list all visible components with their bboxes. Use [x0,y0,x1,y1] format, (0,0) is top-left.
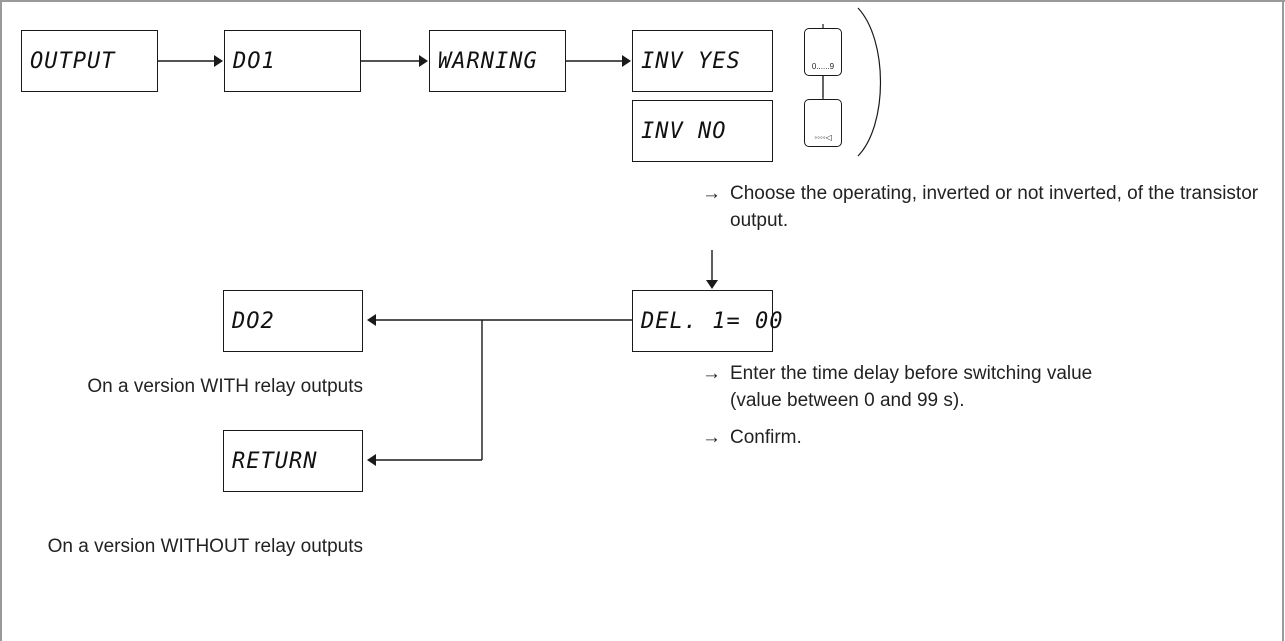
note-arrow-icon: → [702,427,721,448]
display-do1: DO1 [224,30,361,92]
display-output: OUTPUT [21,30,158,92]
note-confirm-text: Confirm. [730,427,802,448]
down-key-dots: ◦◦◦◦ [814,133,826,142]
up-key-label: 0......9 [811,62,835,71]
display-inv-yes: INV YES [632,30,773,92]
note-confirm: → Confirm. [702,424,1002,451]
note-choose-inversion: → Choose the operating, inverted or not … [702,180,1267,234]
note-arrow-icon: → [702,183,721,204]
display-do2: DO2 [223,290,363,352]
frame-top-border [0,0,1285,2]
display-return: RETURN [223,430,363,492]
down-key-label: ◦◦◦◦◁ [805,133,841,142]
display-del1: DEL. 1= 00 [632,290,782,352]
display-inv-no: INV NO [632,100,773,162]
note-arrow-icon: → [702,363,721,384]
note-choose-text: Choose the operating, inverted or not in… [730,183,1259,231]
caption-with-relay: On a version WITH relay outputs [87,376,363,397]
note-enter-delay: → Enter the time delay before switching … [702,360,1122,414]
frame-right-border [1282,0,1284,641]
enter-arrow-icon: ◁ [825,133,832,142]
note-enter-text: Enter the time delay before switching va… [730,363,1093,411]
down-key: ◦◦◦◦◁ [804,99,842,147]
up-key: 0......9 [804,28,842,76]
caption-without-relay: On a version WITHOUT relay outputs [47,536,363,557]
display-warning: WARNING [429,30,566,92]
frame-left-border [0,0,2,641]
